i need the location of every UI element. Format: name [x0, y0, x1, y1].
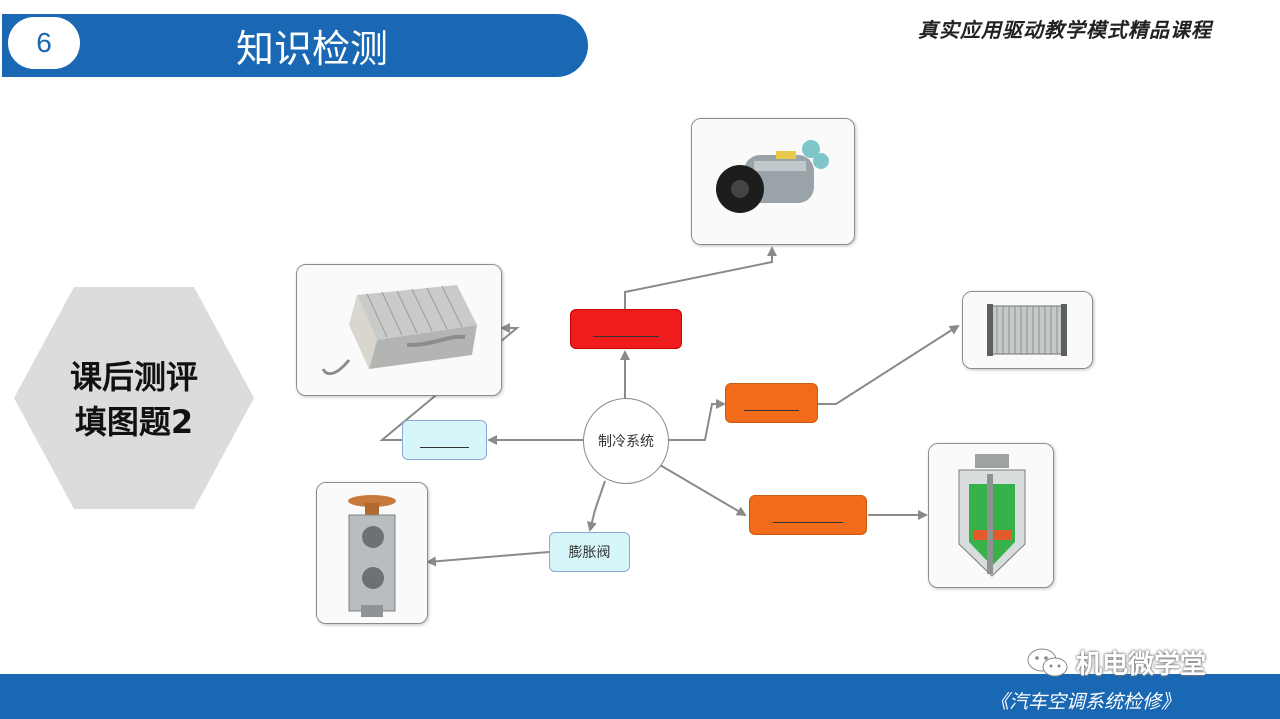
blank-box-orange-2[interactable] [749, 495, 867, 535]
receiver-drier-icon [929, 444, 1053, 587]
header-bar [2, 14, 588, 77]
compressor-image [691, 118, 855, 245]
condenser-image [962, 291, 1093, 369]
quiz-title-line2: 填图题2 [74, 403, 194, 441]
blank-line [593, 322, 659, 337]
blank-box-red[interactable] [570, 309, 682, 349]
expansion-valve-image [316, 482, 428, 624]
section-number: 6 [36, 27, 52, 58]
blank-line [744, 396, 799, 411]
blank-line [773, 508, 843, 523]
course-tagline: 真实应用驱动教学模式精品课程 [918, 18, 1212, 42]
quiz-title-line1: 课后测评 [69, 358, 198, 396]
footer-bar [0, 674, 1280, 719]
receiver-drier-image [928, 443, 1054, 588]
watermark: 机电微学堂 [1026, 644, 1206, 681]
blank-line [419, 433, 470, 448]
watermark-text: 机电微学堂 [1076, 650, 1207, 680]
expansion-valve-label: 膨胀阀 [549, 532, 630, 572]
page-title: 知识检测 [236, 27, 389, 71]
compressor-icon [692, 119, 854, 244]
center-node-label: 制冷系统 [598, 434, 654, 450]
center-node-refrigeration-system: 制冷系统 [583, 398, 669, 484]
wechat-icon [1027, 648, 1068, 676]
expansion-valve-text: 膨胀阀 [568, 545, 611, 561]
evaporator-icon [297, 265, 501, 395]
blank-box-cyan[interactable] [402, 420, 487, 460]
section-number-badge: 6 [8, 17, 80, 69]
condenser-icon [963, 292, 1092, 368]
footer-course-name: 《汽车空调系统检修》 [990, 691, 1181, 713]
blank-box-orange-1[interactable] [725, 383, 818, 423]
evaporator-image [296, 264, 502, 396]
quiz-title: 课后测评 填图题2 [14, 355, 254, 445]
quiz-hexagon [14, 287, 254, 509]
expansion-valve-icon [317, 483, 427, 623]
